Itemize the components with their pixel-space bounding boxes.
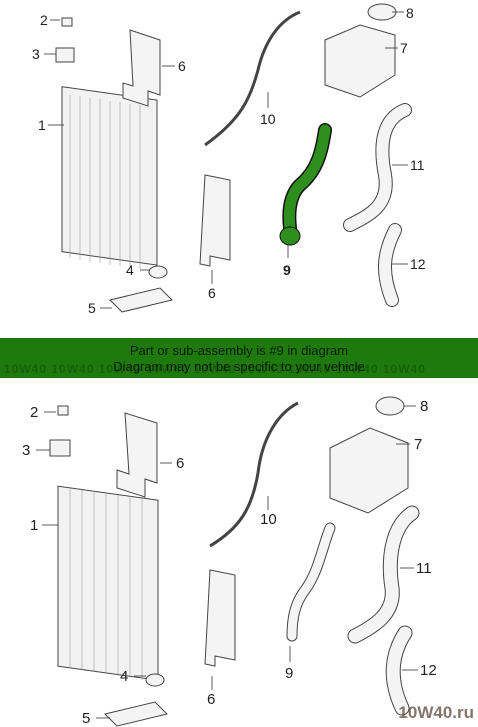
- callout-11: 11: [410, 157, 425, 173]
- plug-part: [148, 265, 168, 279]
- callout-2-b: 2: [30, 404, 38, 421]
- parts-diagram-svg: 2 3 1 6 8 7 10 11 9 12 4 5 6: [32, 3, 426, 316]
- callout-5-b: 5: [82, 710, 90, 727]
- callout-9: 9: [283, 262, 291, 278]
- hose-part-10-b: [209, 401, 299, 548]
- callout-6c-b: 6: [207, 691, 215, 708]
- callout-6: 6: [178, 58, 186, 74]
- callout-7: 7: [400, 40, 408, 56]
- hose-part-10: [204, 10, 301, 147]
- bracket-part-b: [204, 569, 236, 667]
- cap-part: [367, 3, 397, 21]
- callout-12: 12: [410, 256, 426, 272]
- info-banner: 10W40 10W40 10W40 10W40 10W40 10W40 10W4…: [0, 338, 478, 378]
- callout-3: 3: [32, 46, 40, 62]
- callout-8-b: 8: [420, 398, 428, 415]
- radiator-part-b: [57, 485, 159, 681]
- site-watermark: 10W40.ru: [398, 703, 474, 722]
- callout-1-b: 1: [30, 517, 38, 534]
- callout-10-b: 10: [260, 511, 277, 528]
- cover-part: [109, 287, 173, 313]
- cover-part-b: [104, 701, 168, 727]
- reservoir-part-b: [329, 427, 409, 514]
- callout-7-b: 7: [414, 436, 422, 453]
- air-guide-part-b: [116, 412, 158, 498]
- bolt-part-b: [57, 405, 69, 416]
- callout-1: 1: [38, 117, 46, 133]
- radiator-part: [61, 86, 158, 269]
- callout-2: 2: [40, 12, 48, 28]
- callout-4: 4: [126, 262, 134, 278]
- callout-3-b: 3: [22, 442, 30, 459]
- banner-line-part: Part or sub-assembly is #9 in diagram: [129, 343, 349, 358]
- cap-part-b: [375, 396, 405, 416]
- callout-4-b: 4: [120, 668, 128, 685]
- callout-6-b: 6: [176, 455, 184, 472]
- bolt-part: [61, 17, 73, 27]
- callout-8: 8: [406, 5, 414, 21]
- callout-10: 10: [260, 111, 276, 127]
- banner-line-disclaimer: Diagram may not be specific to your vehi…: [113, 359, 365, 374]
- air-guide-part: [122, 29, 161, 107]
- parts-diagram-svg-2: 2 3 1 6 8 7 10 11 9 12 4 5 6: [22, 396, 437, 727]
- top-diagram-highlighted: 2 3 1 6 8 7 10 11 9 12 4 5 6: [0, 0, 478, 338]
- mount-part: [55, 47, 75, 63]
- reservoir-part: [324, 24, 396, 98]
- callout-6b: 6: [208, 285, 216, 301]
- bracket-part: [199, 174, 231, 267]
- callout-11-b: 11: [416, 560, 432, 577]
- highlighted-hose-part-9: [279, 123, 332, 246]
- plug-part-b: [145, 673, 165, 687]
- bottom-diagram: 2 3 1 6 8 7 10 11 9 12 4 5 6: [0, 378, 478, 727]
- callout-9-b: 9: [285, 665, 293, 682]
- mount-part-b: [49, 439, 71, 457]
- callout-12-b: 12: [420, 662, 437, 679]
- callout-5: 5: [88, 300, 96, 316]
- banner-watermark-strip: 10W40 10W40 10W40 10W40 10W40 10W40 10W4…: [4, 362, 426, 376]
